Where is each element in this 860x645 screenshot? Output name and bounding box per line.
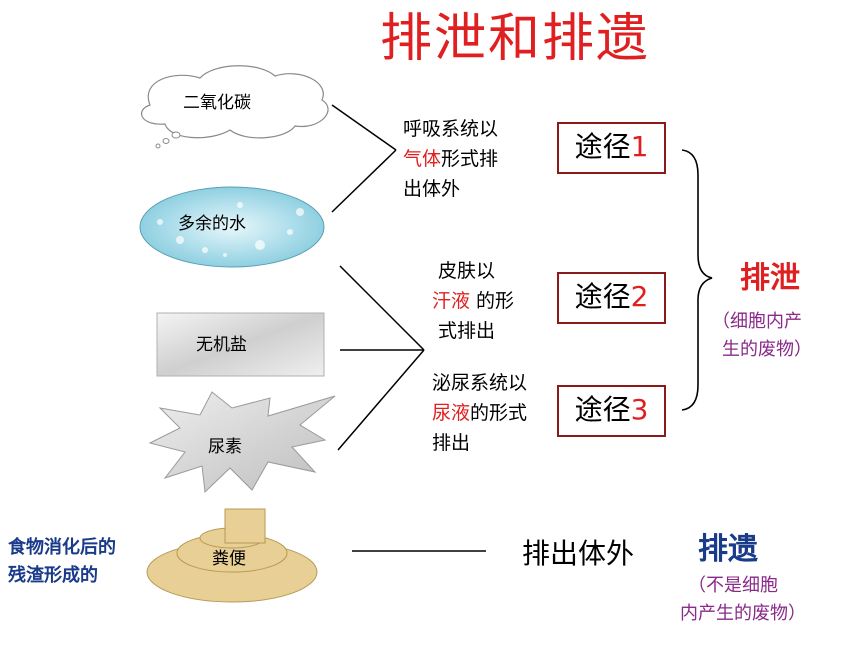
substance-co2: 二氧化碳 — [183, 93, 251, 113]
mechanism-line: 尿液的形式 — [432, 398, 527, 428]
egestion-action: 排出体外 — [522, 537, 635, 570]
mechanism-respiratory: 呼吸系统以 气体形式排 出体外 — [403, 114, 498, 204]
pathway-number: 2 — [630, 280, 649, 313]
highlight-sweat: 汗液 — [432, 290, 471, 312]
mechanism-skin: 皮肤以 汗液 的形 式排出 — [432, 256, 514, 346]
substance-salt: 无机盐 — [196, 335, 247, 355]
mechanism-line: 式排出 — [438, 320, 496, 342]
egestion-label: 排遗 — [698, 532, 758, 567]
mechanism-line: 泌尿系统以 — [432, 372, 528, 394]
line-water-to-skin — [339, 265, 425, 351]
water-drop-shape — [139, 186, 325, 268]
pathway-label: 途径 — [574, 393, 631, 426]
pathway-number: 3 — [630, 393, 649, 426]
residue-description: 食物消化后的 残渣形成的 — [8, 534, 116, 590]
substance-water: 多余的水 — [178, 214, 246, 234]
page-title: 排泄和排遗 — [380, 9, 651, 69]
highlight-urine: 尿液 — [432, 402, 471, 424]
note-line: 内产生的废物） — [680, 603, 806, 624]
mechanism-urinary: 泌尿系统以 尿液的形式 排出 — [432, 368, 527, 458]
line-co2-to-resp — [331, 104, 397, 151]
salt-texture — [156, 312, 325, 377]
mechanism-text: 的形 — [470, 290, 515, 312]
water-bubbles — [157, 202, 304, 257]
urea-burst-shape — [148, 391, 336, 494]
pathway-box-3: 途径3 — [557, 385, 666, 437]
pathway-number: 1 — [630, 130, 649, 163]
line-water-to-resp — [331, 149, 397, 213]
pathway-box-2: 途径2 — [557, 272, 666, 324]
feces-pile-shape — [146, 508, 318, 603]
note-line: 生的废物） — [722, 339, 812, 360]
mechanism-line: 汗液 的形 — [432, 286, 514, 316]
residue-line: 残渣形成的 — [8, 565, 98, 586]
line-urea-to-skin — [337, 349, 425, 451]
excretion-label: 排泄 — [740, 261, 800, 296]
mechanism-text: 形式排 — [441, 148, 499, 170]
mechanism-line: 出体外 — [403, 178, 461, 200]
pathway-brace — [681, 149, 713, 411]
residue-line: 食物消化后的 — [8, 537, 116, 558]
pathway-box-1: 途径1 — [557, 122, 666, 174]
egestion-note: （不是细胞 内产生的废物） — [680, 572, 806, 628]
substance-feces: 粪便 — [212, 549, 246, 569]
mechanism-line: 皮肤以 — [438, 260, 496, 282]
mechanism-text: 的形式 — [470, 402, 528, 424]
highlight-gas: 气体 — [403, 148, 442, 170]
excretion-note: （细胞内产 生的废物） — [712, 308, 812, 364]
mechanism-line: 气体形式排 — [403, 144, 498, 174]
substance-urea: 尿素 — [208, 437, 242, 457]
pathway-label: 途径 — [574, 130, 631, 163]
note-line: （细胞内产 — [712, 311, 802, 332]
mechanism-line: 呼吸系统以 — [403, 118, 499, 140]
cloud-shape — [140, 65, 329, 149]
pathway-label: 途径 — [574, 280, 631, 313]
mechanism-line: 排出 — [432, 432, 471, 454]
note-line: （不是细胞 — [688, 575, 778, 596]
